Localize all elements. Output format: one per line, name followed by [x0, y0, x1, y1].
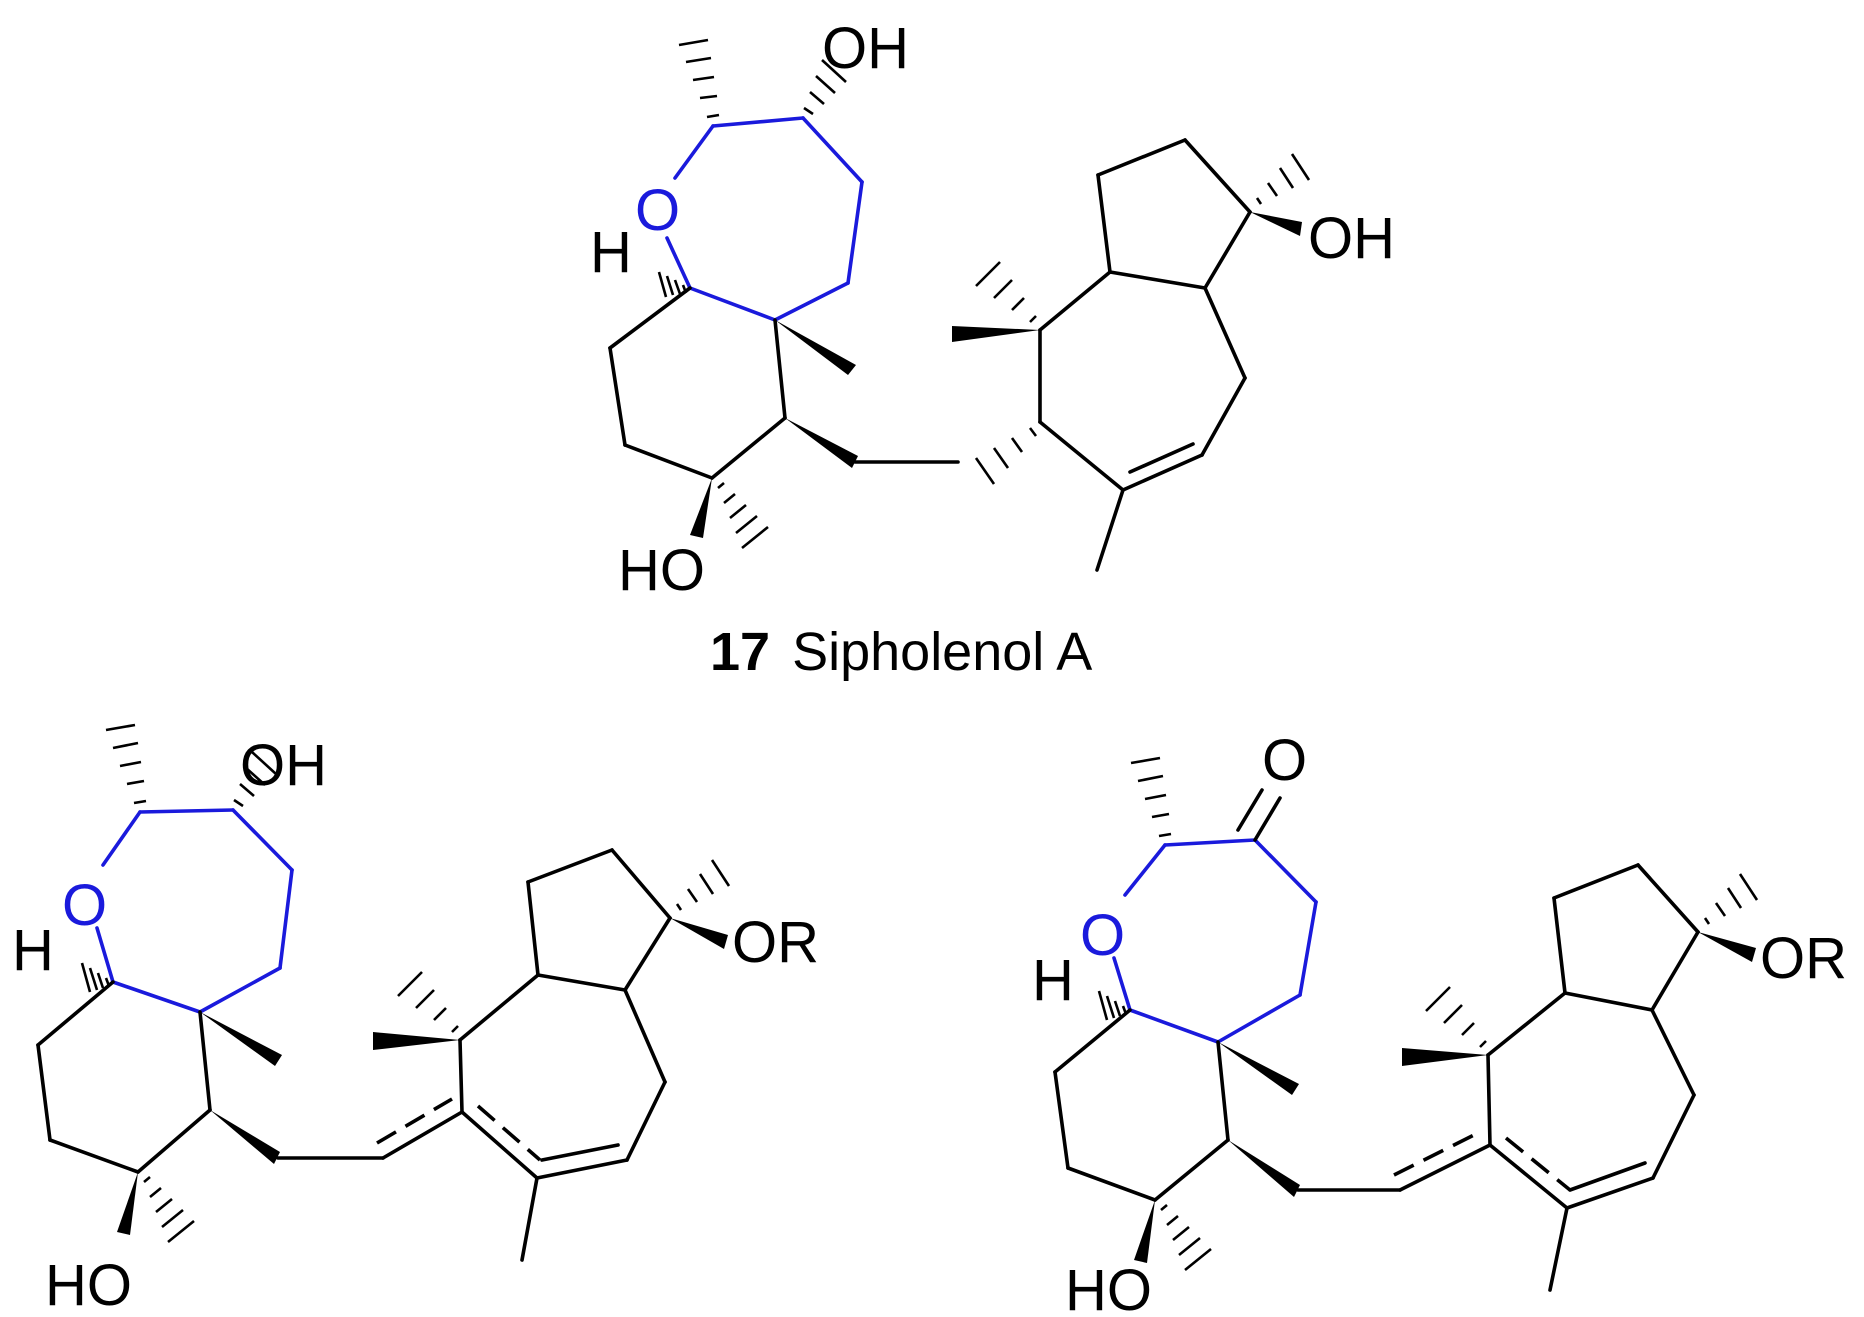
- hydroxyl-label: OH: [240, 733, 327, 798]
- hydroxyl-label: HO: [618, 538, 705, 603]
- oxepanone-ring: [1112, 838, 1318, 1044]
- ring-oxygen-label: O: [62, 873, 107, 938]
- hydrogen-label: H: [590, 220, 632, 285]
- cyclohexane-ring: [36, 980, 212, 1174]
- cyclohexane-ring: [1053, 1008, 1230, 1202]
- hydroxyl-label: HO: [45, 1253, 132, 1317]
- stereo-bonds: [1097, 756, 1759, 1272]
- oxepane-ring: [665, 116, 864, 322]
- hydrogen-label: H: [1032, 948, 1074, 1013]
- ketone-oxygen-label: O: [1262, 728, 1307, 793]
- hydroazulene-ring: [1486, 863, 1700, 1292]
- compound-caption: 17 Sipholenol A: [710, 622, 1092, 682]
- ring-oxygen-label: O: [635, 178, 680, 243]
- hydroxyl-label: OH: [822, 16, 909, 81]
- compound-name: Sipholenol A: [792, 622, 1092, 682]
- cyclohexane-ring: [608, 286, 787, 480]
- compound-number: 17: [710, 622, 770, 682]
- structure-analog-right: O O H OR HO: [1032, 728, 1847, 1317]
- wedge-bond: [785, 418, 858, 468]
- ether-label: OR: [732, 910, 819, 975]
- structure-analog-left: OH O H OR HO: [12, 723, 819, 1317]
- hydroxyl-label: HO: [1065, 1258, 1152, 1317]
- hydroxyl-label: OH: [1308, 206, 1395, 271]
- oxepane-ring: [95, 808, 294, 1014]
- hydrogen-label: H: [12, 918, 54, 983]
- ether-label: OR: [1760, 926, 1847, 991]
- hydroazulene-ring: [458, 848, 672, 1262]
- stereo-bonds: [80, 723, 731, 1244]
- hydroazulene-ring: [1038, 138, 1252, 572]
- stereo-bonds: [657, 38, 1311, 550]
- ring-oxygen-label: O: [1080, 903, 1125, 968]
- structure-sipholenol-a: OH O H OH HO 17 Sipholenol A: [590, 16, 1395, 682]
